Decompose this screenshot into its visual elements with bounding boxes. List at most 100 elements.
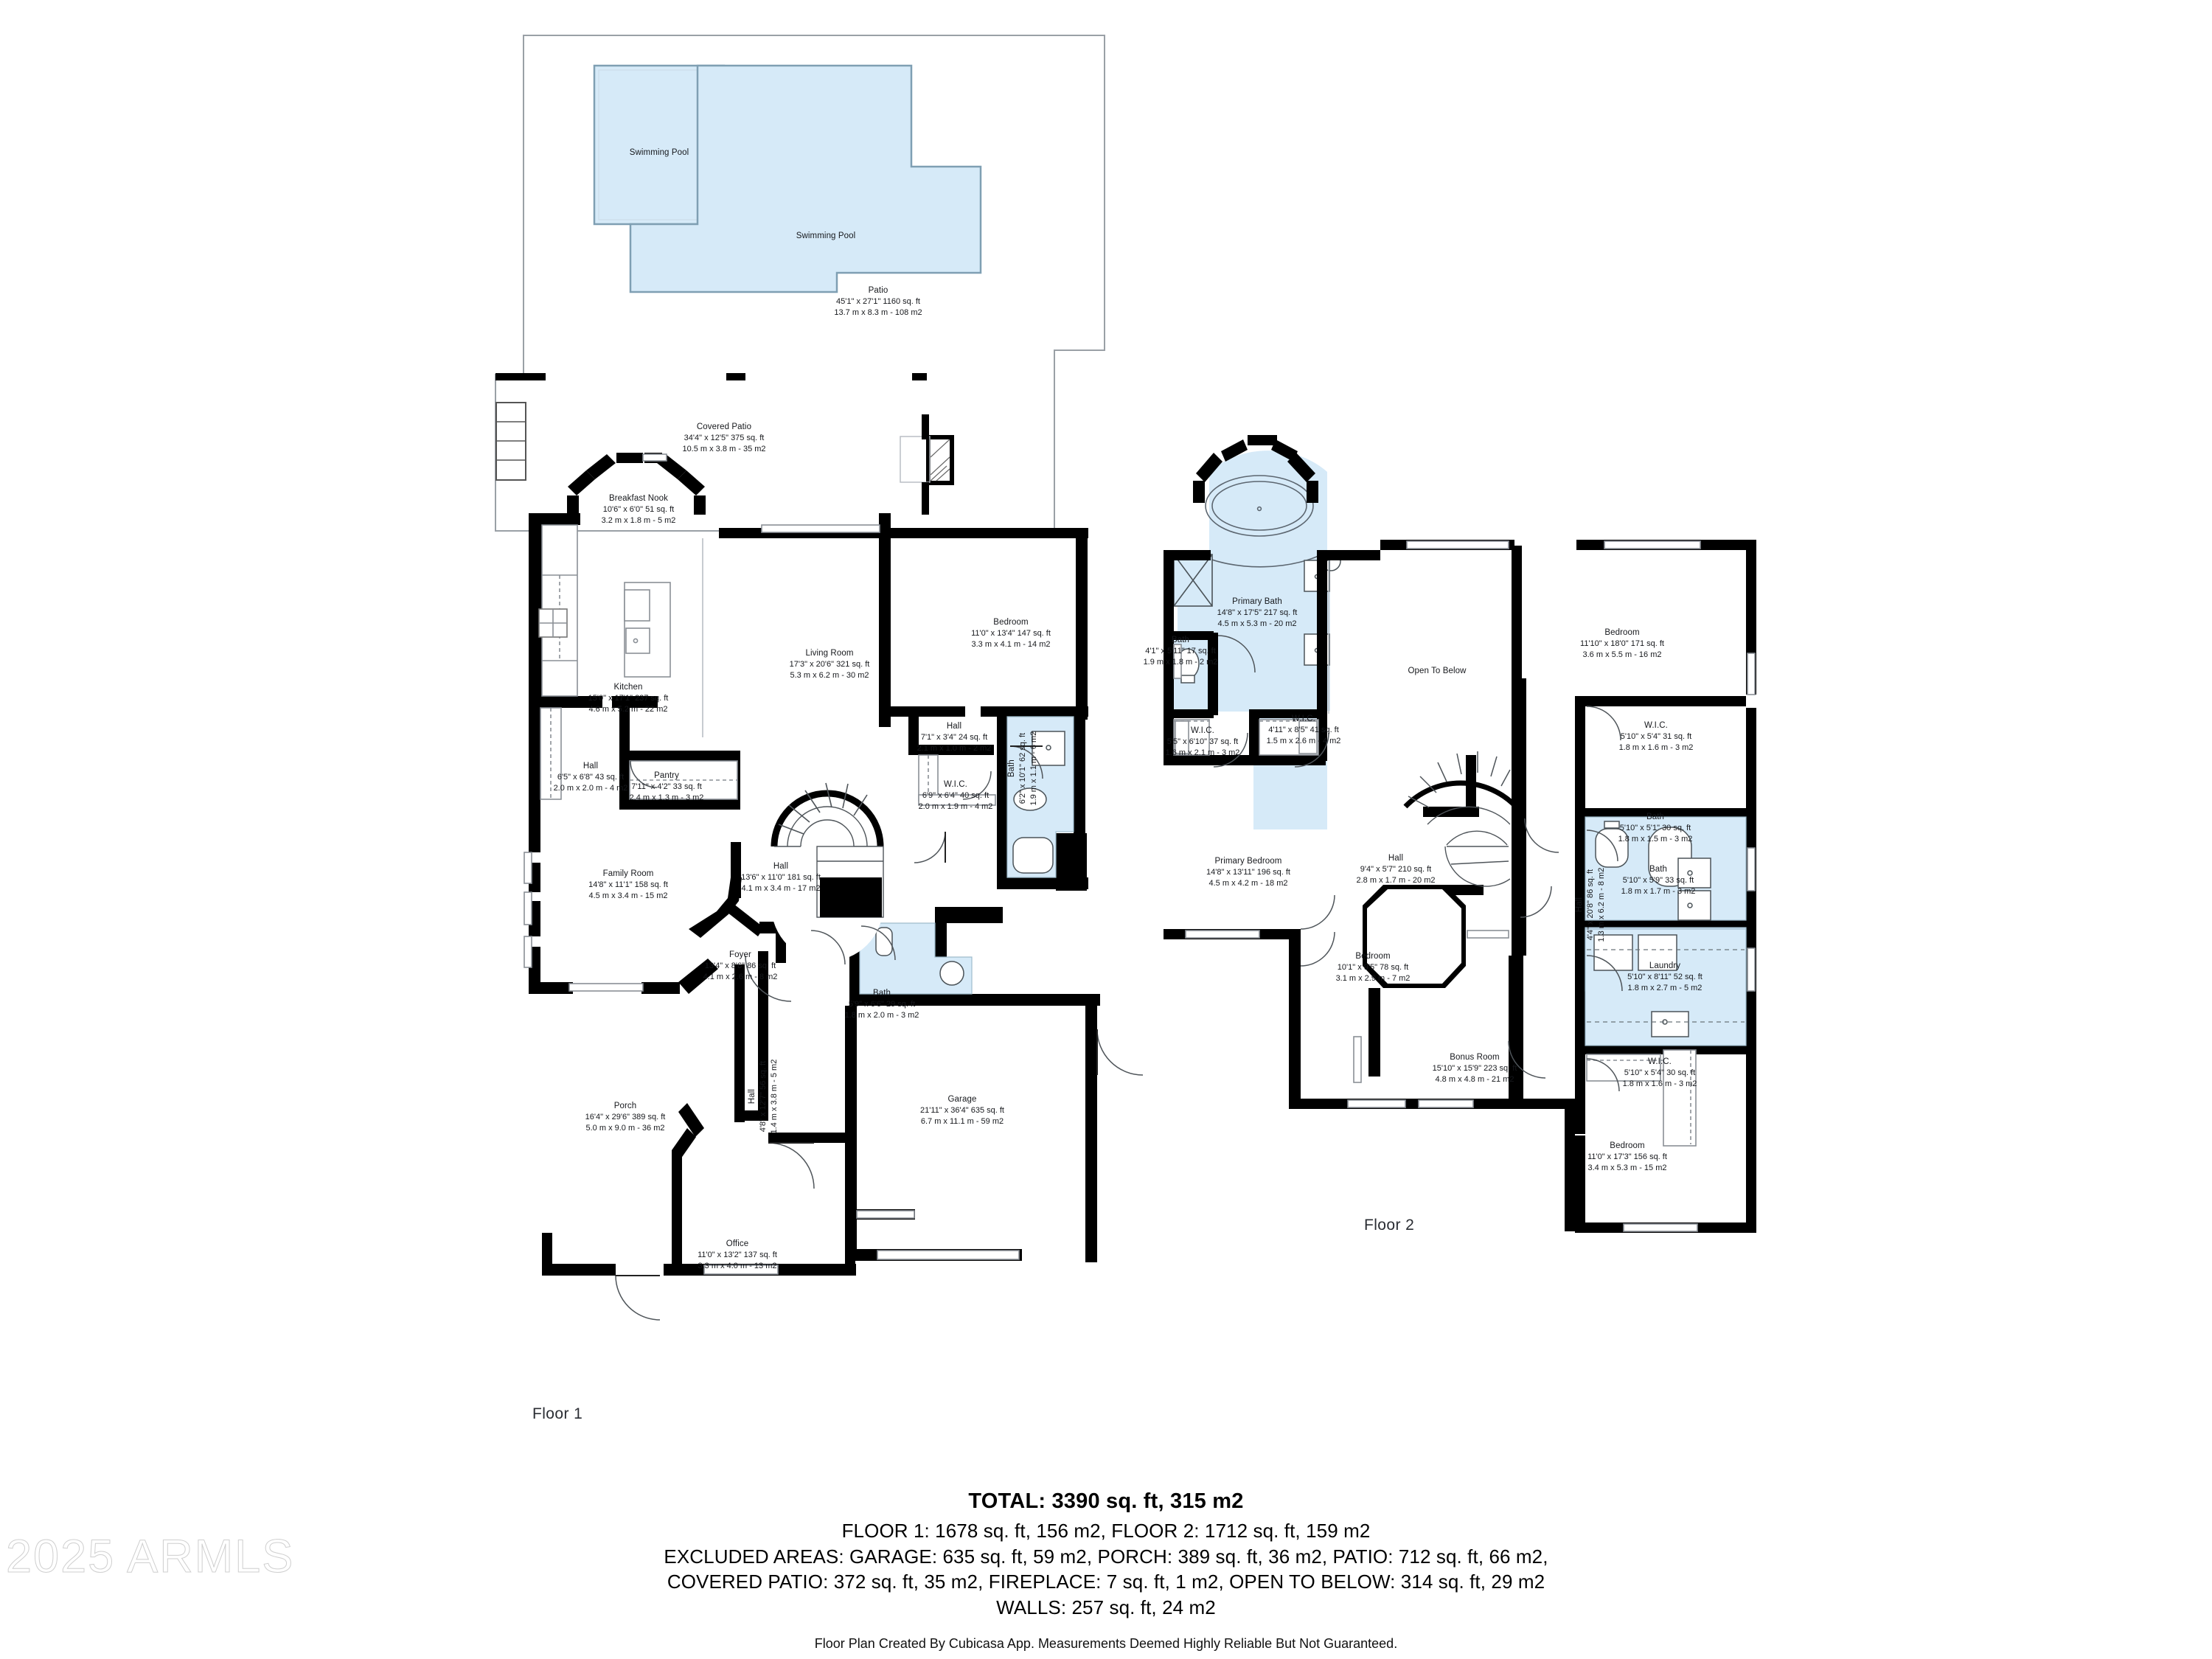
room-dimensions-imperial: 5'10" x 5'9" 33 sq. ft	[1622, 876, 1694, 886]
room-dimensions-metric: 3.1 m x 2.9 m - 7 m2	[1335, 973, 1411, 983]
room-dimensions-imperial: 15'0" x 17'1" 237 sq. ft	[588, 694, 669, 703]
pool-label-small: Swimming Pool	[630, 147, 689, 159]
watermark: 2025 ARMLS	[5, 1531, 295, 1583]
room-name: Hall	[946, 722, 962, 731]
room-dimensions-imperial: 5'10" x 5'4" 31 sq. ft	[1620, 732, 1692, 742]
room-dimensions-metric: 2.4 m x 1.3 m - 3 m2	[629, 793, 704, 802]
room-dimensions-imperial: 10'1" x 9'5" 78 sq. ft	[1337, 963, 1409, 973]
room-name: Hall	[582, 762, 599, 771]
walls-area: WALLS: 257 sq. ft, 24 m2	[996, 1596, 1216, 1618]
room-dimensions-imperial: 5'10" x 5'4" 30 sq. ft	[1624, 1068, 1696, 1078]
room-dimensions-metric: 1.8 m x 2.7 m - 5 m2	[1627, 983, 1703, 992]
room-name: Bath	[1171, 636, 1190, 644]
room-dimensions-imperial: 4'11" x 8'5" 41 sq. ft	[1268, 726, 1339, 735]
exterior-dimensions-metric: 13.7 m x 8.3 m - 108 m2	[834, 307, 922, 317]
room-name: Hall	[1388, 854, 1404, 863]
app-credit: Floor Plan Created By Cubicasa App. Meas…	[814, 1636, 1398, 1652]
room-name: Pantry	[654, 771, 679, 780]
summary-footer: TOTAL: 3390 sq. ft, 315 m2 FLOOR 1: 1678…	[0, 1489, 2212, 1652]
room-dimensions-imperial: 13'4" x 8'6" 86 sq. ft	[704, 961, 776, 971]
room-name: Covered Patio	[696, 422, 752, 431]
room-name: Porch	[613, 1102, 637, 1110]
room-dimensions-imperial: 13'6" x 11'0" 181 sq. ft	[741, 873, 821, 883]
room-dimensions-metric: 3.2 m x 1.8 m - 5 m2	[601, 515, 676, 525]
room-dimensions-imperial: 14'8" x 13'11" 196 sq. ft	[1206, 868, 1290, 877]
room-name: Bedroom	[993, 618, 1029, 627]
room-dimensions-metric: 1.8 m x 1.6 m - 3 m2	[1618, 742, 1694, 752]
room-dimensions-metric: 4.6 m x 5.2 m - 22 m2	[588, 704, 668, 714]
floor-2-label: Floor 2	[1364, 1217, 1415, 1234]
room-dimensions-imperial: 16'4" x 29'6" 389 sq. ft	[585, 1113, 666, 1122]
room-name: W.I.C.	[1292, 714, 1315, 723]
room-name: Breakfast Nook	[608, 494, 669, 503]
room-name: Primary Bedroom	[1214, 857, 1282, 866]
total-area: TOTAL: 3390 sq. ft, 315 m2	[968, 1489, 1244, 1513]
room-dimensions-metric: 4.5 m x 4.2 m - 18 m2	[1208, 878, 1288, 888]
room-name: Kitchen	[613, 683, 643, 692]
room-dimensions-metric: 10.5 m x 3.8 m - 35 m2	[682, 444, 766, 453]
room-name: Bedroom	[1355, 952, 1391, 961]
room-label-open-to-below: Open To Below	[1408, 666, 1466, 677]
room-name: Laundry	[1649, 961, 1681, 970]
room-dimensions-imperial: 11'0" x 17'3" 156 sq. ft	[1587, 1152, 1667, 1162]
room-dimensions-metric: 2.0 m x 2.0 m - 4 m2	[553, 783, 628, 793]
floor-1-plan	[495, 350, 1144, 1321]
room-name: Bonus Room	[1450, 1053, 1500, 1062]
room-dimensions-imperial: 5'10" x 5'1" 30 sq. ft	[1619, 824, 1691, 833]
room-dimensions-metric: 1.3 m x 6.2 m - 8 m2	[1596, 867, 1606, 942]
room-dimensions-imperial: 15'10" x 15'9" 223 sq. ft	[1432, 1064, 1517, 1074]
room-dimensions-imperial: 21'11" x 36'4" 635 sq. ft	[920, 1106, 1004, 1116]
room-dimensions-metric: 4.8 m x 4.8 m - 21 m2	[1435, 1074, 1514, 1084]
room-dimensions-metric: 1.8 m x 1.6 m - 3 m2	[1622, 1079, 1697, 1088]
room-dimensions-imperial: 11'10" x 18'0" 171 sq. ft	[1580, 639, 1664, 649]
room-dimensions-imperial: 4'8" x 12'7" 56 sq. ft	[759, 1060, 768, 1133]
floor1-staircase	[771, 734, 884, 961]
room-dimensions-imperial: 11'0" x 13'4" 147 sq. ft	[971, 629, 1051, 639]
floor2-wet-rooms	[1585, 816, 1747, 1046]
room-dimensions-metric: 6.7 m x 11.1 m - 59 m2	[920, 1116, 1004, 1126]
room-dimensions-imperial: 6'5" x 6'8" 43 sq. ft	[557, 773, 625, 782]
room-dimensions-metric: 3.3 m x 4.1 m - 14 m2	[971, 639, 1051, 649]
room-name: W.I.C.	[1648, 1057, 1672, 1066]
room-dimensions-imperial: 11'0" x 13'2" 137 sq. ft	[698, 1251, 777, 1260]
room-dimensions-imperial: 6'9" x 6'4" 40 sq. ft	[922, 791, 990, 801]
room-name: Primary Bath	[1232, 597, 1282, 606]
room-name: Bedroom	[1604, 628, 1640, 637]
room-name: Hall	[1574, 897, 1584, 913]
exterior-name: Patio	[868, 286, 888, 295]
room-dimensions-metric: 1.4 m x 3.8 m - 5 m2	[769, 1059, 779, 1134]
exterior-name: Swimming Pool	[796, 232, 856, 240]
room-dimensions-metric: 4.1 m x 3.4 m - 17 m2	[741, 883, 821, 893]
room-label-primary-bedroom: Primary Bedroom 14'8" x 13'11" 196 sq. ft…	[1206, 856, 1290, 888]
swimming-pool-large	[629, 64, 982, 293]
room-dimensions-imperial: 17'3" x 20'6" 321 sq. ft	[789, 660, 870, 669]
room-dimensions-metric: 1.8 m x 2.0 m - 3 m2	[844, 1010, 919, 1020]
room-name: Hall	[747, 1088, 757, 1105]
exterior-name: Swimming Pool	[629, 148, 689, 157]
room-dimensions-metric: 3.4 m x 5.3 m - 15 m2	[1587, 1163, 1667, 1172]
room-name: Bath	[1646, 813, 1665, 821]
